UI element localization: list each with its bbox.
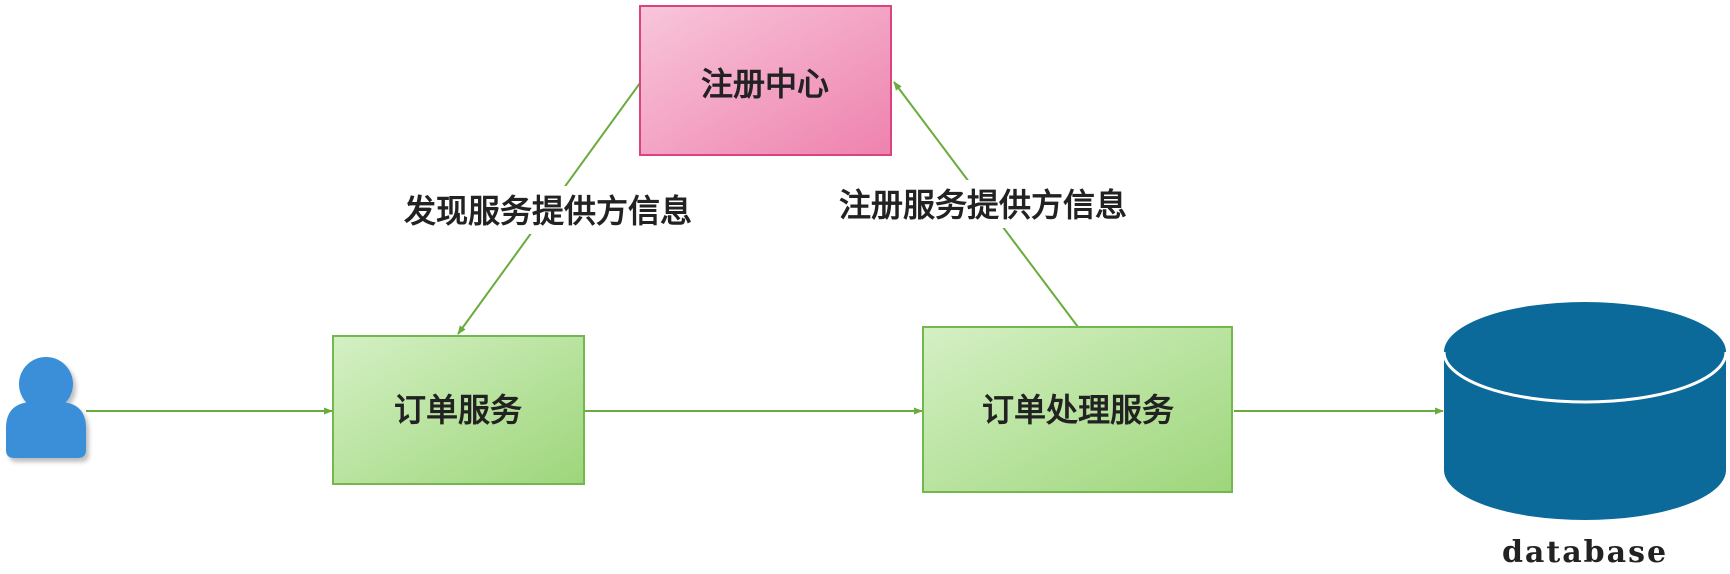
discover-edge-label-group: 发现服务提供方信息 (380, 186, 716, 234)
registry-box (639, 5, 892, 156)
discover-edge-label: 发现服务提供方信息 (404, 192, 692, 230)
order-processing-box (922, 326, 1233, 493)
register-edge-label-group: 注册服务提供方信息 (815, 180, 1151, 228)
order-service-label: 订单服务 (394, 391, 522, 429)
order-service-node: 订单服务 (332, 335, 585, 485)
register-edge-label: 注册服务提供方信息 (839, 186, 1127, 224)
order-processing-label: 订单处理服务 (982, 391, 1174, 429)
registry-label: 注册中心 (701, 65, 829, 103)
discover-label-background (380, 186, 716, 234)
register-label-background (815, 180, 1151, 228)
database-label: database (1502, 535, 1668, 570)
order-processing-node: 订单处理服务 (922, 326, 1233, 493)
registry-node: 注册中心 (639, 5, 892, 156)
user-icon (6, 357, 86, 458)
database-icon (1442, 302, 1728, 520)
order-service-box (332, 335, 585, 485)
